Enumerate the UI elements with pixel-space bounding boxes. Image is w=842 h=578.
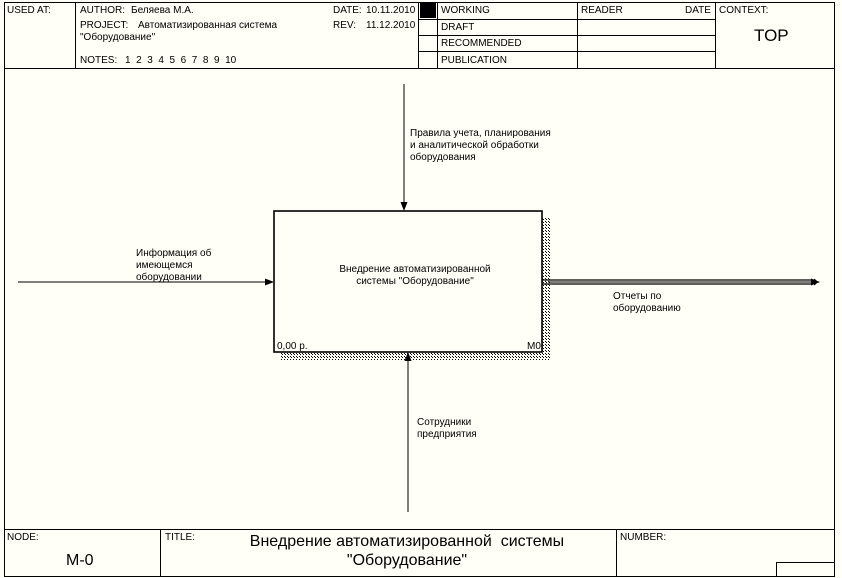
project-value-line1: Автоматизированная система [138, 20, 278, 31]
mechanism-label-line2: предприятия [417, 429, 477, 440]
context-value: TOP [754, 26, 789, 45]
notes-label: NOTES: [80, 55, 118, 66]
status-working: WORKING [441, 5, 490, 16]
input-label-line3: оборудовании [136, 272, 202, 283]
mechanism-label-line1: Сотрудники [417, 417, 472, 428]
activity-box-shadow [280, 217, 550, 360]
footer-corner-box [776, 562, 835, 577]
project-value-line2: "Оборудование" [80, 32, 156, 43]
used-at-label: USED AT: [7, 5, 51, 16]
project-label: PROJECT: [80, 20, 129, 31]
footer-top-line [4, 529, 835, 530]
status-draft: DRAFT [441, 22, 475, 33]
output-label-line1: Отчеты по [613, 291, 662, 302]
page-title-line1: Внедрение автоматизированной системы [249, 533, 565, 550]
status-row-line-2 [418, 35, 715, 36]
status-row-line-3 [418, 51, 715, 52]
date-value: 10.11.2010 [366, 5, 416, 16]
header-bottom-line [4, 68, 835, 69]
activity-label-line2: системы "Оборудование" [356, 276, 474, 287]
status-row-line-1 [418, 19, 715, 20]
mechanism-arrow[interactable] [404, 352, 412, 512]
activity-cost: 0,00 р. [277, 341, 308, 352]
date-label: DATE: [333, 5, 362, 16]
activity-label: Внедрение автоматизированной системы "Об… [290, 264, 540, 288]
page-title: Внедрение автоматизированной системы "Об… [200, 532, 614, 570]
node-label: NODE: [7, 532, 39, 543]
control-arrow[interactable] [400, 84, 408, 211]
status-recommended: RECOMMENDED [441, 38, 522, 49]
context-label: CONTEXT: [719, 5, 769, 16]
activity-number: М0 [527, 341, 541, 352]
footer-divider-title [616, 529, 617, 577]
working-status-marker [420, 3, 436, 18]
output-arrow[interactable] [542, 278, 820, 286]
control-label: Правила учета, планирования и аналитичес… [410, 128, 551, 164]
title-label: TITLE: [165, 532, 196, 543]
output-label: Отчеты по оборудованию [613, 291, 681, 315]
footer-divider-node [160, 529, 161, 577]
author-value: Беляева М.А. [131, 5, 194, 16]
number-label: NUMBER: [620, 532, 667, 543]
notes-value: 1 2 3 4 5 6 7 8 9 10 [125, 55, 237, 66]
control-label-line3: оборудования [410, 152, 476, 163]
header-divider-context [715, 2, 716, 68]
mechanism-label: Сотрудники предприятия [417, 417, 477, 441]
control-label-line2: и аналитической обработки [410, 140, 539, 151]
node-value: М-0 [66, 552, 94, 569]
control-label-line1: Правила учета, планирования [410, 128, 551, 139]
reader-label: READER [581, 5, 623, 16]
reader-date-label: DATE [685, 5, 711, 16]
input-arrow[interactable] [18, 278, 274, 286]
output-label-line2: оборудованию [613, 303, 681, 314]
rev-value: 11.12.2010 [366, 20, 416, 31]
diagram-frame [4, 2, 835, 577]
header-divider-usedat [75, 2, 76, 68]
status-publication: PUBLICATION [441, 55, 507, 66]
input-label: Информация об имеющемся оборудовании [136, 248, 211, 284]
input-label-line1: Информация об [136, 248, 212, 259]
activity-label-line1: Внедрение автоматизированной [339, 264, 491, 275]
rev-label: REV: [333, 20, 356, 31]
author-label: AUTHOR: [80, 5, 125, 16]
input-label-line2: имеющемся [136, 260, 193, 271]
page-title-line2: "Оборудование" [346, 552, 468, 569]
